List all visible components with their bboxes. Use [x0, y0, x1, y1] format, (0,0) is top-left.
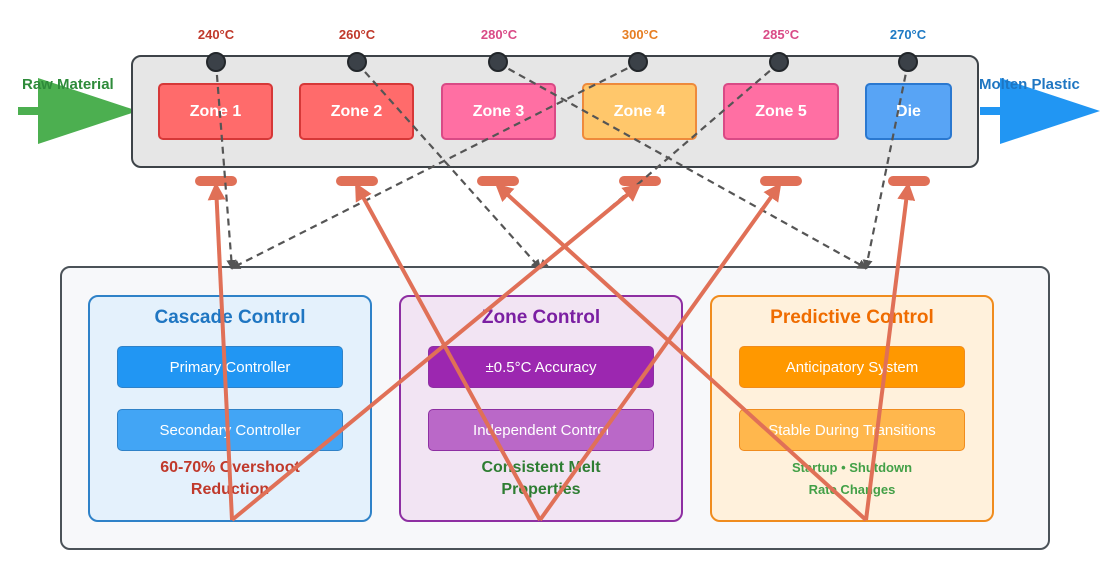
die-temperature: 270°C	[889, 27, 927, 42]
zone-2: Zone 2	[299, 83, 414, 140]
heater-band-zone-2	[336, 176, 378, 186]
secondary-controller-item: Secondary Controller	[117, 409, 343, 451]
heater-band-zone-3	[477, 176, 519, 186]
zone-1-label: Zone 1	[189, 102, 242, 120]
heater-band-zone-5	[760, 176, 802, 186]
zone-5-label: Zone 5	[755, 102, 807, 120]
independent-control-item: Independent Control	[428, 409, 654, 451]
output-arrow-head	[1000, 78, 1100, 144]
anticipatory-system-label: Anticipatory System	[785, 358, 919, 376]
zone-die-label: Die	[896, 102, 921, 120]
primary-controller-label: Primary Controller	[169, 358, 291, 376]
stable-transitions-item: Stable During Transitions	[739, 409, 965, 451]
input-arrow-shaft	[18, 107, 48, 115]
zone-3-label: Zone 3	[472, 102, 525, 120]
zone-control-title: Zone Control	[481, 307, 601, 328]
zone-2-temperature: 260°C	[338, 27, 376, 42]
zone-1: Zone 1	[158, 83, 273, 140]
temperature-sensor-zone-2	[347, 52, 367, 72]
temperature-sensor-zone-3	[488, 52, 508, 72]
cascade-benefit: 60-70% Overshoot Reduction	[160, 459, 300, 498]
predictive-control-title: Predictive Control	[770, 307, 934, 328]
temperature-sensor-zone-4	[628, 52, 648, 72]
temperature-sensor-zone-5	[769, 52, 789, 72]
zone-1-temperature: 240°C	[197, 27, 235, 42]
heater-band-die	[888, 176, 930, 186]
input-arrow-head	[38, 78, 138, 144]
heater-band-zone-4	[619, 176, 661, 186]
zone-control-benefit: Consistent Melt Properties	[481, 459, 601, 498]
input-flow-arrow	[18, 78, 138, 144]
predictive-benefit: Startup • Shutdown Rate Changes	[791, 460, 913, 497]
stable-transitions-label: Stable During Transitions	[768, 421, 936, 439]
zone-3: Zone 3	[441, 83, 556, 140]
zone-4: Zone 4	[582, 83, 697, 140]
cascade-control-title: Cascade Control	[154, 307, 306, 328]
output-flow-arrow	[980, 78, 1100, 144]
output-arrow-shaft	[980, 107, 1010, 115]
zone-4-label: Zone 4	[613, 102, 666, 120]
anticipatory-system-item: Anticipatory System	[739, 346, 965, 388]
zone-3-temperature: 280°C	[480, 27, 518, 42]
heater-band-zone-1	[195, 176, 237, 186]
zone-5-temperature: 285°C	[762, 27, 800, 42]
temperature-sensor-zone-1	[206, 52, 226, 72]
accuracy-label: ±0.5°C Accuracy	[485, 358, 597, 376]
zone-2-label: Zone 2	[330, 102, 383, 120]
primary-controller-item: Primary Controller	[117, 346, 343, 388]
zone-5: Zone 5	[723, 83, 839, 140]
zone-die: Die	[865, 83, 952, 140]
temperature-sensor-die	[898, 52, 918, 72]
input-label: Raw Material	[22, 76, 114, 93]
output-label: Molten Plastic	[979, 76, 1080, 93]
secondary-controller-label: Secondary Controller	[159, 421, 301, 439]
independent-control-label: Independent Control	[473, 421, 609, 439]
accuracy-item: ±0.5°C Accuracy	[428, 346, 654, 388]
zone-4-temperature: 300°C	[621, 27, 659, 42]
